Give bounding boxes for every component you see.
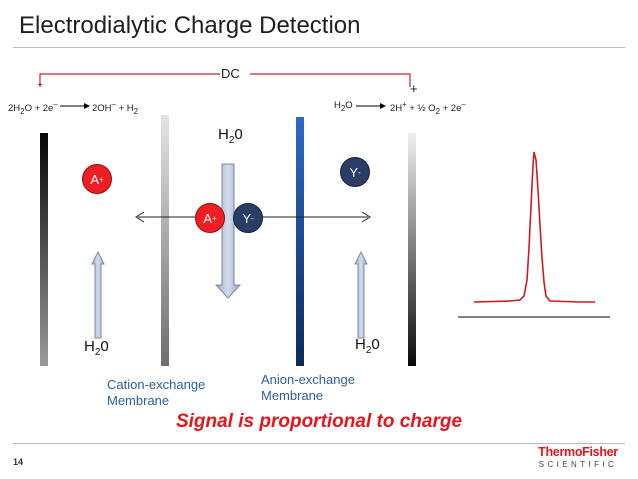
dc-label: DC	[221, 66, 240, 81]
anode-reactant: H2O	[334, 100, 353, 113]
cathode-product: 2OH– + H2	[92, 100, 139, 117]
cathode-reactant: 2H2O + 2e–	[8, 100, 58, 117]
anode-electrode	[408, 133, 416, 366]
footer-divider	[13, 443, 625, 444]
page-number: 14	[13, 457, 24, 467]
thermo-fisher-logo: ThermoFisher SCIENTIFIC	[532, 445, 624, 473]
anion-right: Y-	[340, 157, 370, 187]
cation-center: A+	[195, 203, 225, 233]
anion-membrane-label: Anion-exchange Membrane	[261, 372, 355, 403]
water-label-center: H20	[218, 126, 243, 146]
signal-peak	[473, 151, 595, 303]
left-up-flow-arrow	[91, 250, 105, 339]
cation-exchange-membrane	[161, 115, 169, 366]
cation-membrane-label: Cation-exchange Membrane	[107, 377, 206, 408]
cathode-wire	[39, 73, 220, 87]
water-label-left: H20	[84, 338, 109, 358]
anion-exchange-membrane	[296, 117, 304, 366]
right-up-flow-arrow	[354, 250, 368, 339]
water-label-right: H20	[355, 336, 380, 356]
center-down-flow-arrow	[214, 163, 242, 299]
minus-sign: -	[38, 76, 43, 91]
anion-center: Y-	[233, 203, 263, 233]
title-divider	[13, 47, 625, 48]
cation-left: A+	[82, 164, 112, 194]
anode-product: 2H+ + ½ O2 + 2e–	[390, 100, 466, 117]
page-title: Electrodialytic Charge Detection	[19, 12, 361, 39]
anode-wire	[250, 73, 411, 87]
logo-subtitle: SCIENTIFIC	[538, 460, 618, 469]
detector-signal-trace	[458, 151, 610, 318]
plus-sign: +	[410, 81, 418, 96]
signal-statement: Signal is proportional to charge	[175, 411, 463, 432]
logo-wordmark: ThermoFisher	[538, 445, 618, 459]
cathode-electrode	[40, 133, 48, 366]
